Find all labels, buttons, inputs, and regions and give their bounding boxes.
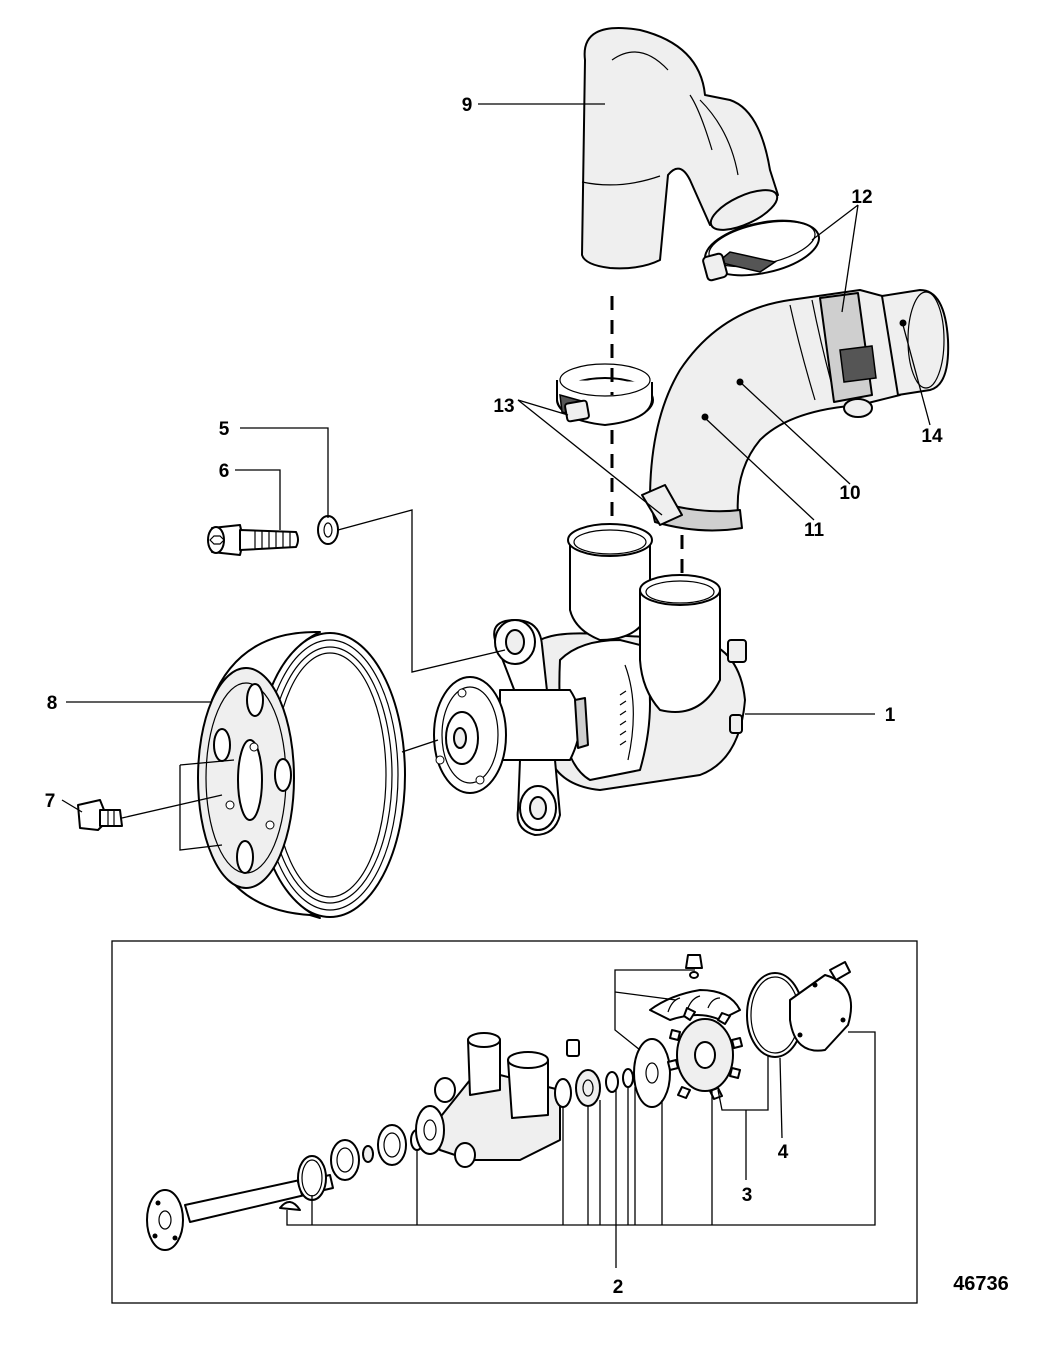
callout-9: 9 — [462, 95, 473, 116]
hose-upper — [581, 27, 779, 270]
callout-1: 1 — [885, 705, 896, 726]
callout-6: 6 — [219, 461, 230, 482]
elbow-hose — [641, 289, 950, 532]
figure-number: 46736 — [953, 1273, 1009, 1295]
callout-13: 13 — [493, 396, 514, 417]
callout-5: 5 — [219, 419, 230, 440]
callout-2: 2 — [613, 1277, 624, 1298]
detail-inset-frame — [111, 940, 918, 1304]
callout-4: 4 — [778, 1142, 789, 1163]
callout-14: 14 — [921, 426, 943, 447]
callout-7: 7 — [45, 791, 56, 812]
callout-3: 3 — [742, 1185, 753, 1206]
leader-lines — [61, 103, 931, 1268]
callout-12: 12 — [851, 187, 872, 208]
seawater-pump — [433, 523, 747, 836]
bolt — [207, 524, 299, 556]
callout-8: 8 — [47, 693, 58, 714]
callout-10: 10 — [839, 483, 860, 504]
washer — [317, 515, 339, 545]
pulley-bolt — [77, 799, 123, 831]
pulley — [197, 630, 406, 919]
exploded-view — [146, 954, 853, 1251]
callout-11: 11 — [804, 520, 825, 541]
hose-clamp-middle — [556, 363, 654, 426]
hose-clamp-upper — [702, 219, 820, 282]
callout-labels: 9 12 14 10 11 13 5 6 8 7 1 2 3 4 46736 — [45, 95, 1009, 1298]
